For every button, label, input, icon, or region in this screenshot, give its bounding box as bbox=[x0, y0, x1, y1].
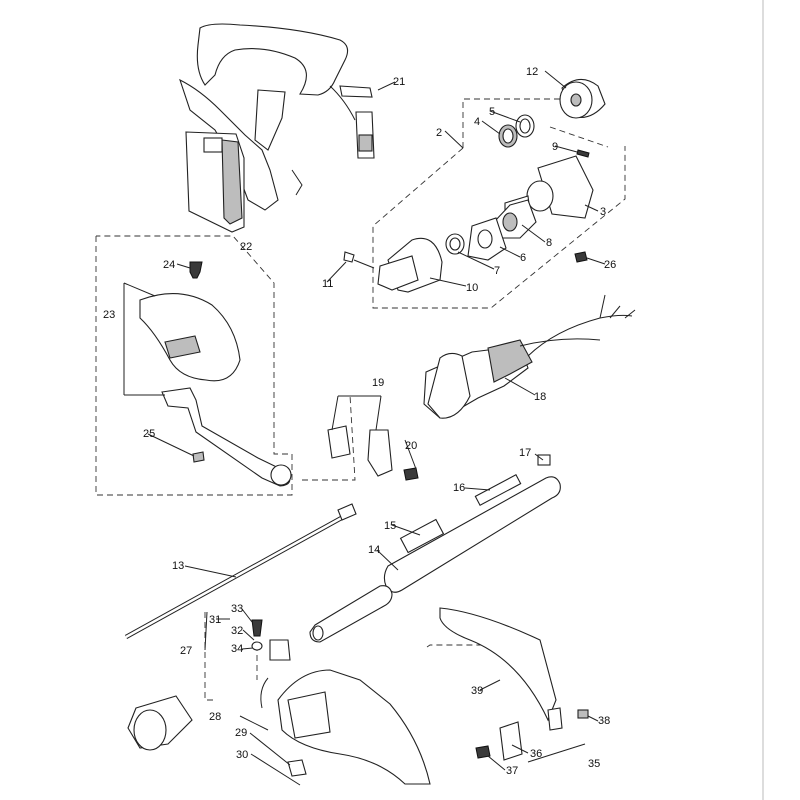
callout-6: 6 bbox=[520, 252, 526, 264]
callout-38: 38 bbox=[598, 715, 610, 727]
callout-33: 33 bbox=[231, 603, 243, 615]
handle-assembly bbox=[123, 261, 292, 487]
callout-20: 20 bbox=[405, 440, 417, 452]
shield-assembly bbox=[127, 607, 589, 785]
callout-7: 7 bbox=[494, 265, 500, 277]
shaft-assembly bbox=[124, 454, 561, 643]
callout-36: 36 bbox=[530, 748, 542, 760]
callout-8: 8 bbox=[546, 237, 552, 249]
callout-31: 31 bbox=[209, 614, 221, 626]
callout-21: 21 bbox=[393, 76, 405, 88]
callout-15: 15 bbox=[384, 520, 396, 532]
callout-5: 5 bbox=[489, 106, 495, 118]
callout-30: 30 bbox=[236, 749, 248, 761]
callout-18: 18 bbox=[534, 391, 546, 403]
callout-11: 11 bbox=[322, 278, 333, 290]
callout-12: 12 bbox=[526, 66, 538, 78]
callout-32: 32 bbox=[231, 625, 243, 637]
callout-labels: 12 21 5 4 2 9 3 8 6 7 10 11 26 24 22 23 … bbox=[103, 66, 616, 777]
callout-10: 10 bbox=[466, 282, 478, 294]
callout-34: 34 bbox=[231, 643, 243, 655]
callout-19: 19 bbox=[372, 377, 384, 389]
callout-2: 2 bbox=[436, 127, 442, 139]
callout-35: 35 bbox=[588, 758, 600, 770]
callout-14: 14 bbox=[368, 544, 380, 556]
callout-39: 39 bbox=[471, 685, 483, 697]
callout-25: 25 bbox=[143, 428, 155, 440]
callout-37: 37 bbox=[506, 765, 518, 777]
callout-24: 24 bbox=[163, 259, 175, 271]
callout-28: 28 bbox=[209, 711, 221, 723]
throttle-assembly bbox=[327, 294, 636, 481]
group-outlines bbox=[95, 98, 626, 721]
callout-4: 4 bbox=[474, 116, 480, 128]
callout-27: 27 bbox=[180, 645, 192, 657]
callout-13: 13 bbox=[172, 560, 184, 572]
callout-16: 16 bbox=[453, 482, 465, 494]
harness-assembly bbox=[179, 23, 375, 233]
callout-26: 26 bbox=[604, 259, 616, 271]
callout-9: 9 bbox=[552, 141, 558, 153]
leader-lines bbox=[147, 70, 606, 786]
callout-29: 29 bbox=[235, 727, 247, 739]
callout-23: 23 bbox=[103, 309, 115, 321]
callout-17: 17 bbox=[519, 447, 531, 459]
callout-3: 3 bbox=[600, 206, 606, 218]
clutch-assembly bbox=[343, 78, 606, 293]
callout-22: 22 bbox=[240, 241, 252, 253]
